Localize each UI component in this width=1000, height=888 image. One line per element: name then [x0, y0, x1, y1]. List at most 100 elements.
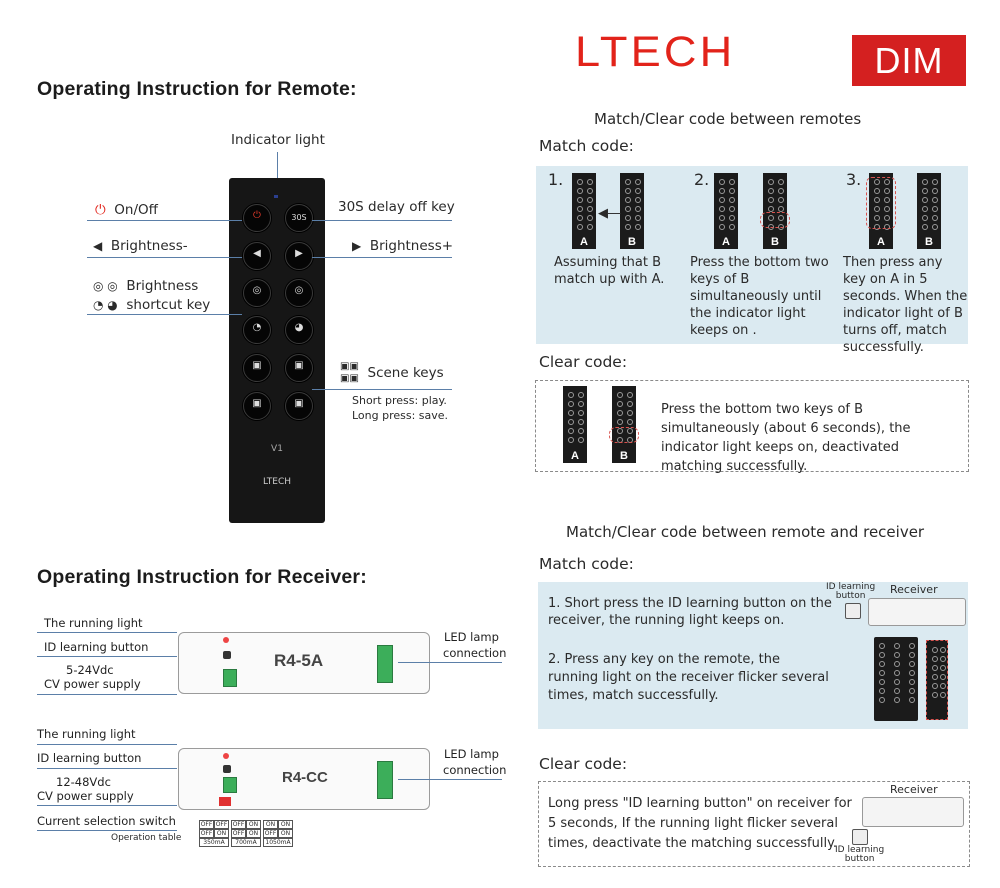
remote-control: ⏻ 30S ◀ ▶ ◎ ◎ ◔ ◕ ▣ ▣ ▣ ▣ V1 LTECH: [229, 178, 325, 523]
right-arrow-icon: ▶: [352, 239, 362, 253]
receiver-tag-2: Receiver: [890, 783, 938, 796]
remote-scene-4-button[interactable]: ▣: [285, 392, 313, 420]
receiver-model-2: R4-CC: [282, 769, 328, 786]
running-light-label-2: The running light: [37, 727, 136, 741]
remote-brightness-minus-button[interactable]: ◀: [243, 242, 271, 270]
onoff-label: ⏻ On/Off: [95, 202, 158, 218]
remotes-match-panel: [536, 166, 968, 344]
remote-brightness-plus-button[interactable]: ▶: [285, 242, 313, 270]
running-light-2: [223, 753, 229, 759]
step2-text: Press the bottom two keys of B simultane…: [690, 255, 829, 338]
indicator-light-label: Indicator light: [231, 132, 325, 148]
id-learning-button-1[interactable]: [223, 651, 231, 659]
connection-label-1: connection: [443, 646, 507, 660]
receiver-clear-panel: [538, 781, 970, 867]
receiver-model-1: R4-5A: [274, 651, 324, 670]
remote-b-step1: B: [620, 173, 644, 249]
remote-a-clear: A: [563, 386, 587, 463]
receiver-step1: 1. Short press the ID learning button on…: [548, 596, 832, 628]
receiver-step2: 2. Press any key on the remote, the runn…: [548, 652, 829, 703]
scene-icons: ▣▣▣▣: [340, 361, 359, 384]
receiver-image-2: [862, 797, 964, 827]
remote-scene-2-button[interactable]: ▣: [285, 354, 313, 382]
remote-model-label: V1: [271, 444, 283, 454]
vdc-label-1: 5-24Vdc: [66, 663, 114, 677]
id-button-label-1: ID learning button: [44, 640, 149, 654]
remote-scene-3-button[interactable]: ▣: [243, 392, 271, 420]
remote-b-step2: B: [763, 173, 787, 249]
running-light-1: [223, 637, 229, 643]
receiver-match-title: Match/Clear code between remote and rece…: [566, 523, 925, 541]
id-button-label-2: ID learning button: [37, 751, 142, 765]
operation-table-label: Operation table: [111, 833, 182, 843]
remote-scene-1-button[interactable]: ▣: [243, 354, 271, 382]
dim-badge-text: DIM: [874, 40, 944, 81]
connection-label-2: connection: [443, 763, 507, 777]
long-press-note: Long press: save.: [352, 409, 449, 422]
receiver-r4-cc: R4-CC: [178, 748, 430, 810]
receiver-tag-1: Receiver: [890, 583, 938, 596]
operation-table: OFF OFF OFF ON ON ON OFF ON OFF ON OFF O…: [199, 820, 293, 847]
step1-number: 1.: [548, 170, 564, 189]
led-lamp-label-2: LED lamp: [444, 747, 499, 761]
indicator-led: [274, 195, 278, 198]
remote-image-small: [926, 640, 948, 720]
short-press-note: Short press: play.: [352, 394, 447, 407]
brand-logo: LTECH: [575, 28, 736, 76]
terminal-right-2: [377, 761, 393, 799]
step1-text: Assuming that B match up with A.: [554, 255, 665, 287]
remote-a-step2: A: [714, 173, 738, 249]
terminal-right-1: [377, 645, 393, 683]
remote-section-title: Operating Instruction for Remote:: [37, 78, 357, 100]
power-icon: ⏻: [95, 202, 106, 218]
remotes-match-title: Match/Clear code between remotes: [594, 110, 862, 128]
highlight-ring-step3: [866, 177, 896, 229]
delay-off-label: 30S delay off key: [338, 199, 455, 215]
highlight-ring-clear: [609, 427, 639, 443]
remote-b-step3: B: [917, 173, 941, 249]
scene-keys-label: ▣▣▣▣ Scene keys: [340, 361, 444, 384]
step2-number: 2.: [694, 170, 710, 189]
step3-number: 3.: [846, 170, 862, 189]
remote-a-step1: A: [572, 173, 596, 249]
remotes-clear-panel: [535, 380, 969, 472]
remote-brand-label: LTECH: [262, 477, 291, 487]
remote-shortcut-3-button[interactable]: ◔: [243, 316, 271, 344]
current-switch-label: Current selection switch: [37, 814, 176, 828]
highlight-ring-step2: [760, 212, 790, 228]
remote-shortcut-4-button[interactable]: ◕: [285, 316, 313, 344]
remote-30s-button[interactable]: 30S: [285, 204, 313, 232]
terminal-left-1: [223, 669, 237, 687]
receiver-clear-label: Clear code:: [539, 755, 628, 773]
receiver-section-title: Operating Instruction for Receiver:: [37, 566, 367, 588]
led-lamp-label-1: LED lamp: [444, 630, 499, 644]
brightness-shortcut-label-1: ◎ ◎ Brightness: [93, 278, 199, 294]
remote-shortcut-2-button[interactable]: ◎: [285, 279, 313, 307]
running-light-label-1: The running light: [44, 616, 143, 630]
id-button-icon-2[interactable]: [852, 829, 868, 845]
terminal-left-2: [223, 777, 237, 793]
remotes-clear-label: Clear code:: [539, 353, 628, 371]
remote-a-step3: A: [869, 173, 893, 249]
cv-supply-label-1: CV power supply: [44, 677, 141, 691]
step3-text: Then press any key on A in 5 seconds. Wh…: [843, 255, 968, 355]
brightness-plus-label: ▶ Brightness+: [352, 238, 454, 254]
vdc-label-2: 12-48Vdc: [56, 775, 111, 789]
id-button-icon-1[interactable]: [845, 603, 861, 619]
left-arrow-icon: ◀: [93, 239, 103, 253]
remote-power-button[interactable]: ⏻: [243, 204, 271, 232]
remote-shortcut-1-button[interactable]: ◎: [243, 279, 271, 307]
id-learning-button-2[interactable]: [223, 765, 231, 773]
remote-b-clear: B: [612, 386, 636, 463]
dim-badge: DIM: [852, 35, 966, 86]
remotes-match-code-label: Match code:: [539, 137, 634, 155]
arrow-left-icon: ◀―: [598, 206, 621, 221]
receiver-r4-5a: R4-5A: [178, 632, 430, 694]
brightness-shortcut-label-2: ◔ ◕ shortcut key: [93, 297, 211, 313]
remote-image-large: [874, 637, 918, 721]
current-dip-switch[interactable]: [219, 797, 231, 806]
shortcut-icons-top: ◎ ◎: [93, 279, 118, 293]
shortcut-icons-bottom: ◔ ◕: [93, 298, 118, 312]
